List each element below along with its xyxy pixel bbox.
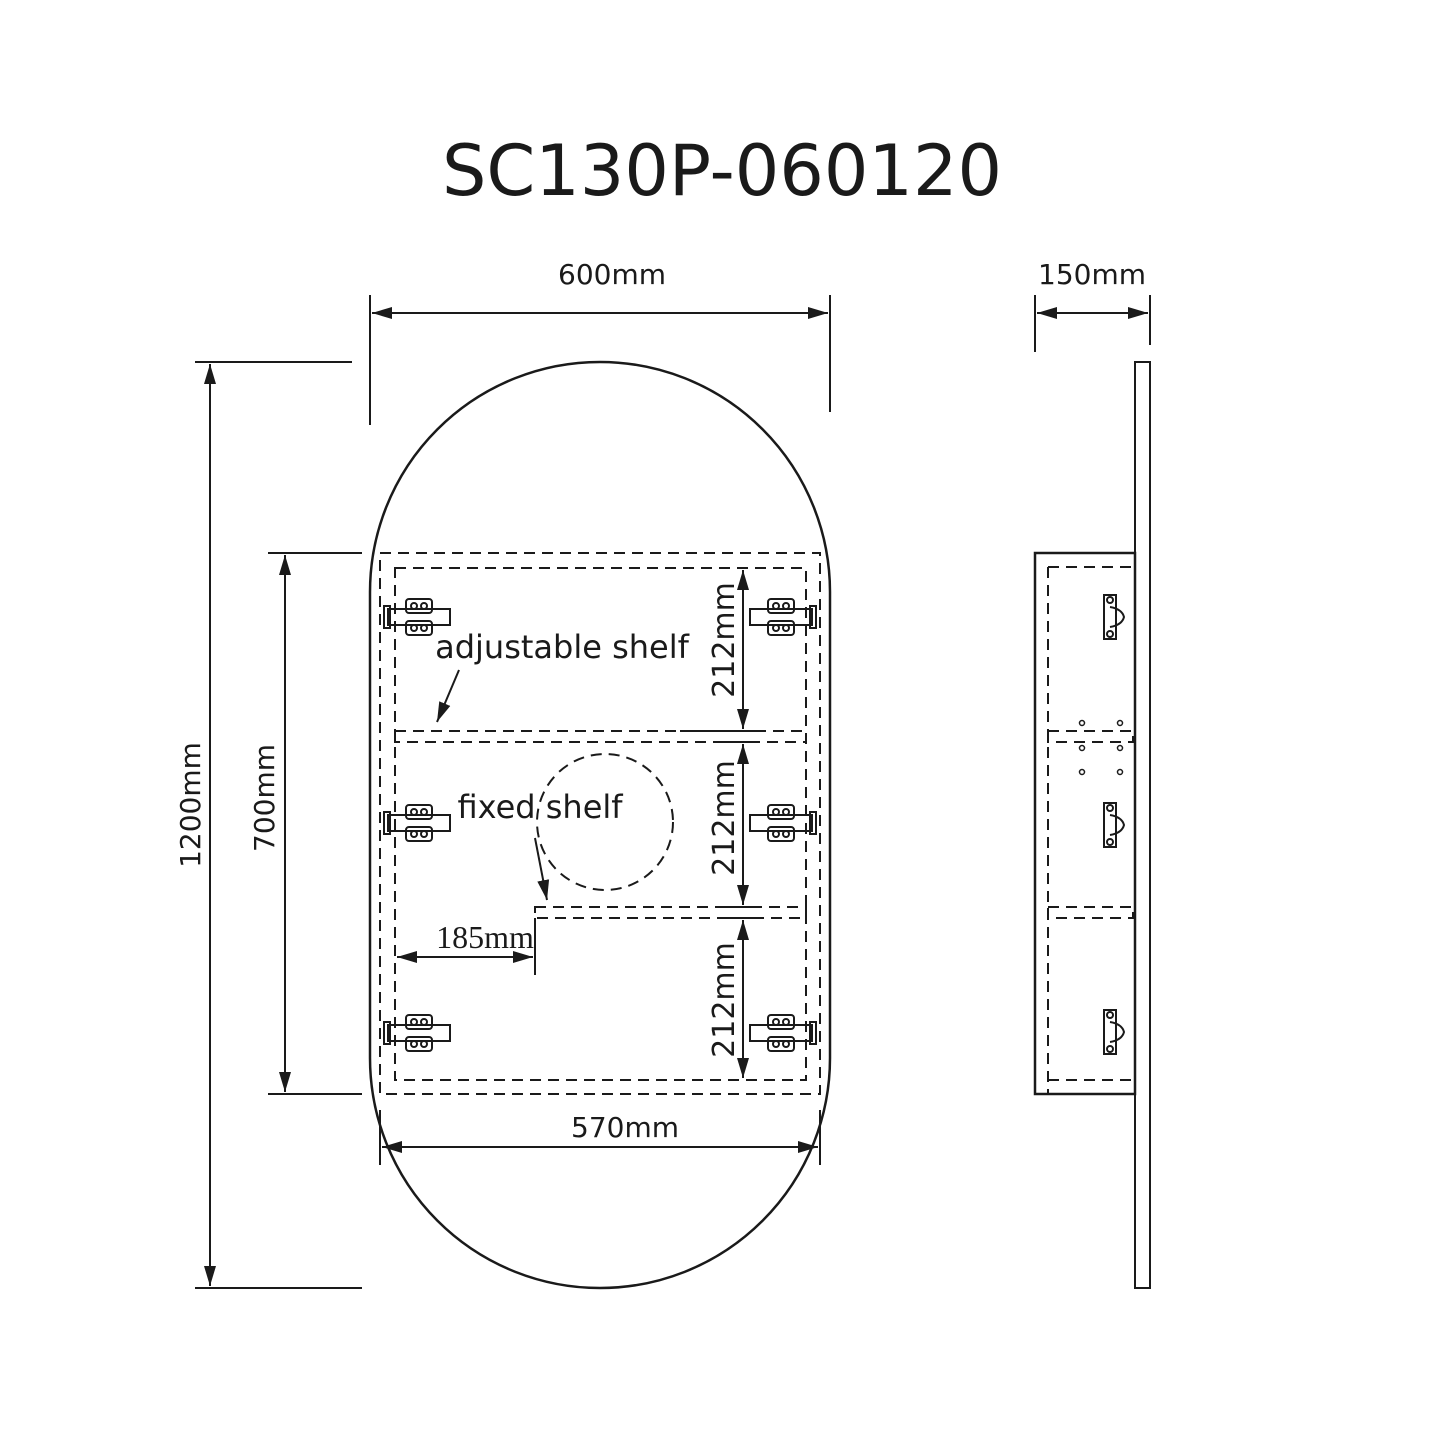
hinge-icon — [1103, 594, 1125, 640]
depth-label: 150mm — [1038, 258, 1146, 291]
fixed-shelf-side — [1047, 906, 1134, 919]
adjustable-shelf — [394, 730, 807, 743]
mirror-door-outline — [368, 360, 832, 1290]
shelf-offset-label: 185mm — [436, 919, 534, 955]
fixed-shelf-arrow — [534, 837, 550, 901]
cabinet-outer-outline — [379, 552, 821, 1095]
hinge-icon — [383, 804, 451, 842]
cabinet-height-label: 700mm — [248, 744, 281, 852]
cabinet-inner-outline — [394, 567, 807, 1081]
cabinet-side-outline — [1033, 551, 1137, 1096]
hinge-icon — [1103, 802, 1125, 848]
hinge-icon — [1103, 1009, 1125, 1055]
magnifier-outline — [536, 753, 674, 891]
fixed-shelf — [534, 906, 807, 919]
width-label: 600mm — [558, 258, 666, 291]
shelf-spacing-label: 212mm — [707, 582, 742, 698]
adjustable-shelf-side — [1047, 730, 1134, 743]
fixed-shelf-label: fixed shelf — [457, 788, 623, 826]
drawing-title: SC130P-060120 — [442, 130, 1002, 212]
shelf-spacing-label: 212mm — [707, 760, 742, 876]
side-view: 150mm — [1033, 258, 1151, 1289]
adjustable-shelf-label: adjustable shelf — [435, 628, 690, 666]
height-label: 1200mm — [174, 742, 207, 868]
mirror-door-side — [1134, 361, 1151, 1289]
shelf-spacing-label: 212mm — [707, 942, 742, 1058]
front-view: 600mm 1200mm 700mm 570mm 212mm 212mm 212… — [174, 258, 832, 1290]
adjustable-shelf-arrow — [436, 669, 460, 723]
hinge-icon — [383, 1014, 451, 1052]
shelf-pin-holes — [1078, 719, 1124, 776]
cabinet-width-label: 570mm — [571, 1111, 679, 1144]
